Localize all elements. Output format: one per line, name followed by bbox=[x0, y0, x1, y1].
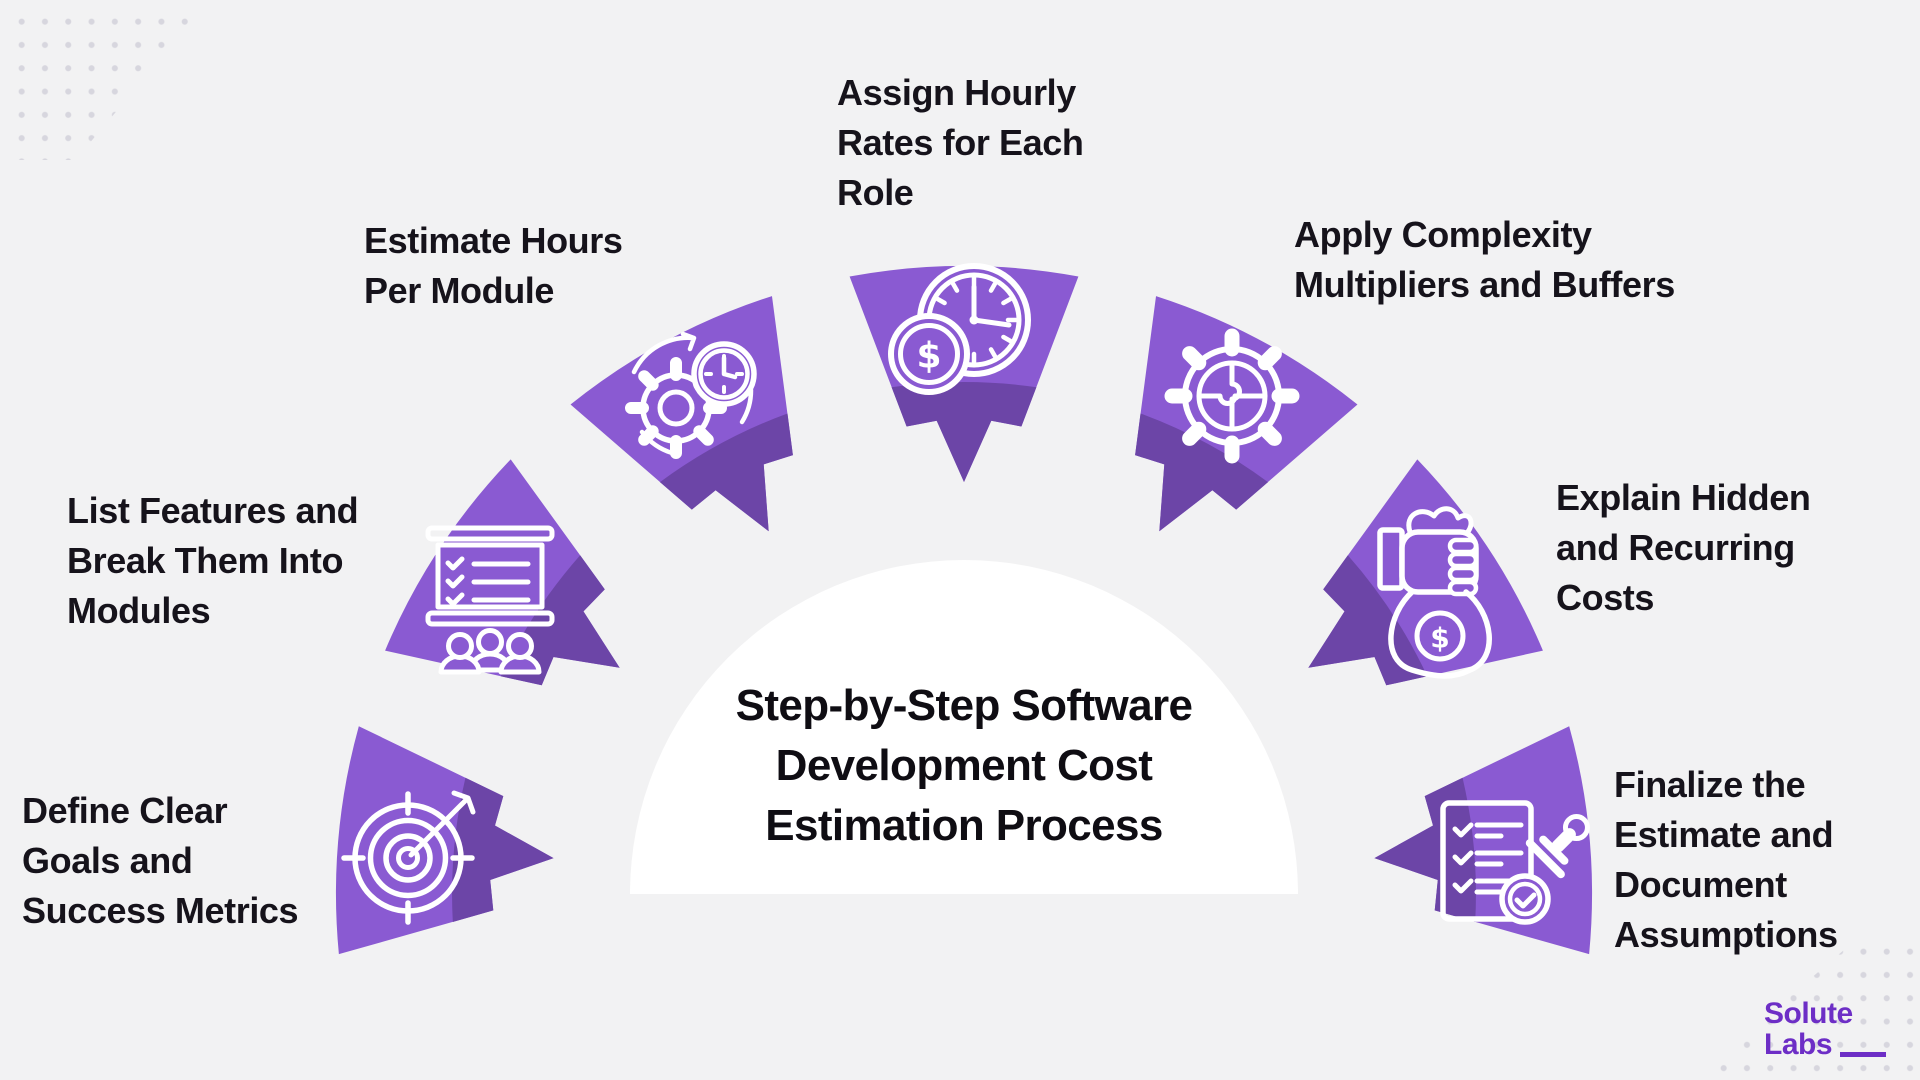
step-label-line: List Features and bbox=[67, 490, 359, 531]
dollar-glyph: $ bbox=[916, 336, 941, 377]
step-label-line: Explain Hidden bbox=[1556, 477, 1811, 518]
logo-line-2: Labs bbox=[1764, 1028, 1833, 1061]
step-label-3: Estimate Hours Per Module bbox=[364, 216, 623, 316]
title-line: Development Cost bbox=[775, 741, 1153, 790]
clock-dollar-icon: $ bbox=[888, 263, 1031, 395]
step-label-2: List Features and Break Them Into Module… bbox=[67, 486, 359, 636]
page-title: Step-by-Step Software Development Cost E… bbox=[664, 676, 1264, 856]
step-label-1: Define Clear Goals and Success Metrics bbox=[22, 786, 299, 936]
step-label-line: Assign Hourly bbox=[837, 72, 1076, 113]
petal-shadow bbox=[1374, 777, 1476, 922]
petal-shadow bbox=[659, 413, 793, 532]
step-label-line: Assumptions bbox=[1614, 914, 1838, 955]
petal-shadow bbox=[1135, 413, 1269, 532]
presentation-checklist-icon bbox=[425, 525, 555, 675]
target-arrow-icon bbox=[341, 790, 476, 925]
step-label-line: Success Metrics bbox=[22, 890, 299, 931]
brand-logo: Solute Labs bbox=[1764, 997, 1887, 1061]
money-bag-icon: $ bbox=[1377, 506, 1492, 679]
step-label-line: Estimate and bbox=[1614, 814, 1834, 855]
dollar-glyph: $ bbox=[1430, 622, 1449, 655]
petal-shadow bbox=[891, 382, 1037, 482]
step-label-line: Multipliers and Buffers bbox=[1294, 264, 1675, 305]
step-label-4: Assign Hourly Rates for Each Role bbox=[837, 68, 1084, 218]
step-label-line: Break Them Into bbox=[67, 540, 344, 581]
gear-puzzle-icon bbox=[1164, 328, 1300, 464]
step-label-5: Apply Complexity Multipliers and Buffers bbox=[1294, 210, 1675, 310]
petal-shadow bbox=[452, 777, 554, 922]
title-line: Step-by-Step Software bbox=[735, 681, 1193, 730]
petal-body bbox=[570, 296, 793, 532]
step-label-line: Finalize the bbox=[1614, 764, 1806, 805]
step-label-line: Costs bbox=[1556, 577, 1655, 618]
petal-shadow bbox=[1308, 555, 1428, 686]
step-label-line: and Recurring bbox=[1556, 527, 1795, 568]
step-label-line: Document bbox=[1614, 864, 1787, 905]
checklist-stamp-icon bbox=[1440, 800, 1590, 925]
step-label-line: Role bbox=[837, 172, 914, 213]
center-dome bbox=[630, 560, 1298, 894]
petal-body bbox=[335, 726, 554, 955]
step-label-6: Explain Hidden and Recurring Costs bbox=[1556, 473, 1811, 623]
step-label-line: Goals and bbox=[22, 840, 193, 881]
title-line: Estimation Process bbox=[765, 801, 1163, 850]
gear-clock-icon bbox=[625, 331, 757, 459]
step-label-line: Estimate Hours bbox=[364, 220, 623, 261]
step-label-line: Per Module bbox=[364, 270, 555, 311]
logo-line-1: Solute bbox=[1764, 997, 1853, 1030]
step-label-line: Define Clear bbox=[22, 790, 228, 831]
petal-step-1 bbox=[335, 726, 554, 955]
petal-step-3 bbox=[570, 296, 793, 532]
step-label-line: Apply Complexity bbox=[1294, 214, 1592, 255]
step-label-line: Rates for Each bbox=[837, 122, 1084, 163]
step-label-7: Finalize the Estimate and Document Assum… bbox=[1614, 760, 1838, 960]
logo-underscore bbox=[1840, 1052, 1887, 1057]
step-label-line: Modules bbox=[67, 590, 211, 631]
